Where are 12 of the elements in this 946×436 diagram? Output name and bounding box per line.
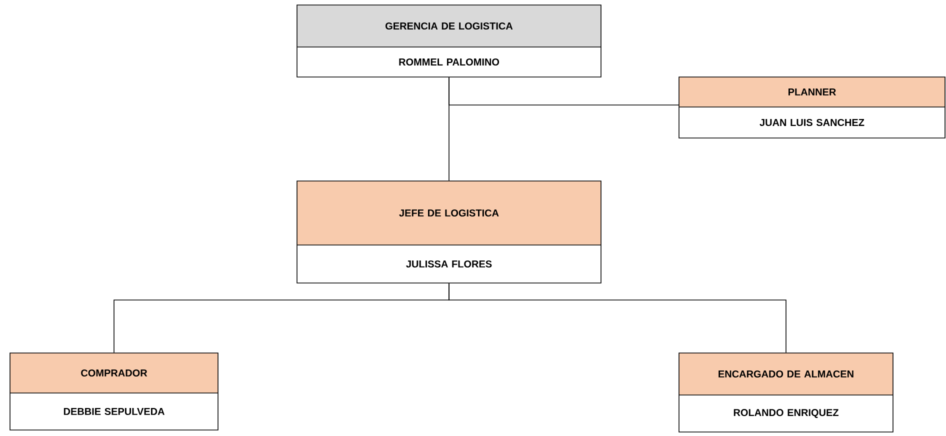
role-title: COMPRADOR: [81, 369, 148, 377]
person-name: ROMMEL PALOMINO: [399, 58, 500, 66]
person-name: ROLANDO ENRIQUEZ: [734, 409, 838, 418]
role-title: PLANNER: [788, 88, 836, 96]
person-name: JULISSA FLORES: [406, 260, 492, 268]
person-name: JUAN LUIS SANCHEZ: [760, 118, 864, 126]
role-title: GERENCIA DE LOGISTICA: [386, 22, 513, 30]
connector-line: [448, 283, 786, 353]
connector-line: [448, 77, 680, 106]
person-name: DEBBIE SEPULVEDA: [64, 408, 164, 416]
role-title: JEFE DE LOGISTICA: [399, 209, 499, 217]
role-title: ENCARGADO DE ALMACEN: [718, 370, 854, 378]
